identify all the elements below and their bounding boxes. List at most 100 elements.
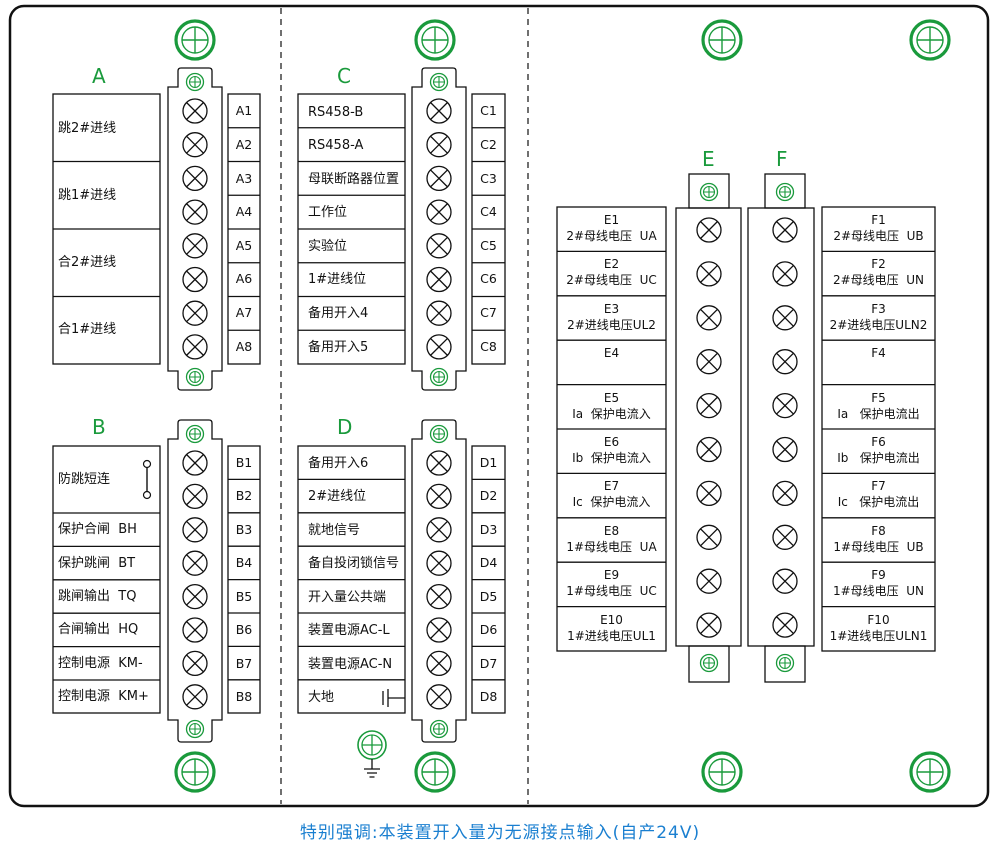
f-row-desc: 2#母线电压 UN: [832, 273, 925, 288]
terminal-screw-x-icon: [426, 617, 452, 643]
mounting-screw-icon: [909, 751, 951, 793]
jumper-link-icon: [142, 490, 152, 500]
earth-capacitor-icon: [382, 689, 405, 707]
terminal-b4: B4: [235, 555, 253, 570]
terminal-screw-x-icon: [772, 349, 798, 375]
e-row-id: E7: [603, 479, 620, 494]
terminal-strip-b: [167, 419, 223, 743]
terminal-screw-x-icon: [696, 261, 722, 287]
terminal-strip-a: [167, 67, 223, 391]
d-label-6: 装置电源AC-L: [308, 623, 390, 638]
a-label-3: 合2#进线: [58, 255, 117, 270]
terminal-screw-x-icon: [426, 550, 452, 576]
terminal-a5: A5: [235, 238, 253, 253]
mounting-screw-icon: [414, 19, 456, 61]
terminal-a4: A4: [235, 204, 253, 219]
e-row-id: E9: [603, 568, 620, 583]
terminal-screw-x-icon: [772, 480, 798, 507]
f-row-id: F10: [867, 612, 890, 627]
terminal-d8: D8: [479, 689, 498, 704]
terminal-screw-x-icon: [696, 349, 722, 375]
e-row-desc: 2#母线电压 UA: [566, 229, 657, 243]
d-label-4: 备自投闭锁信号: [308, 556, 400, 571]
terminal-screw-x-icon: [182, 650, 208, 677]
terminal-a3: A3: [235, 171, 253, 186]
f-row-desc: 1#进线电压ULN1: [829, 628, 928, 643]
f-row-desc: 2#进线电压ULN2: [829, 317, 928, 332]
terminal-b7: B7: [235, 656, 253, 671]
c-label-7: 备用开入4: [308, 306, 369, 321]
terminal-d6: D6: [479, 622, 498, 637]
a-label-4: 合1#进线: [58, 322, 117, 337]
terminal-c5: C5: [480, 238, 497, 253]
terminal-strip-f: [747, 207, 815, 647]
mounting-screw-icon: [414, 751, 456, 793]
terminal-strip-c: [411, 67, 467, 391]
f-row-id: F2: [871, 257, 886, 272]
f-row-id: F1: [871, 213, 886, 227]
strip-screw-icon: [185, 72, 205, 92]
terminal-screw-x-icon: [426, 517, 452, 543]
terminal-screw-x-icon: [696, 568, 722, 594]
f-row-id: F6: [871, 435, 886, 449]
terminal-screw-x-icon: [426, 300, 452, 326]
terminal-screw-x-icon: [182, 300, 208, 326]
terminal-screw-x-icon: [772, 612, 798, 638]
terminal-screw-x-icon: [772, 436, 798, 463]
e-row-id: E2: [603, 257, 620, 272]
terminal-screw-x-icon: [426, 233, 452, 259]
terminal-d1: D1: [479, 455, 498, 470]
f-row-desc: Ib 保护电流出: [837, 451, 920, 465]
terminal-c3: C3: [480, 171, 497, 186]
terminal-screw-x-icon: [182, 684, 208, 710]
terminal-screw-x-icon: [426, 266, 452, 293]
jumper-link-icon: [142, 459, 152, 469]
mounting-screw-icon: [909, 19, 951, 61]
terminal-c7: C7: [480, 305, 497, 320]
terminal-c6: C6: [480, 271, 497, 286]
terminal-c1: C1: [480, 103, 497, 118]
terminal-screw-x-icon: [696, 480, 722, 507]
mounting-screw-icon: [701, 751, 743, 793]
terminal-screw-x-icon: [182, 165, 208, 192]
terminal-d2: D2: [479, 488, 498, 503]
strip-screw-icon: [429, 367, 449, 387]
strip-screw-icon: [185, 719, 205, 739]
terminal-screw-x-icon: [772, 217, 798, 243]
terminal-a6: A6: [235, 271, 253, 286]
terminal-screw-x-icon: [182, 98, 208, 124]
terminal-screw-x-icon: [696, 612, 722, 638]
e-row-id: E10: [600, 612, 623, 627]
strip-screw-icon: [429, 72, 449, 92]
e-row-desc: Ic 保护电流入: [572, 495, 651, 510]
terminal-a7: A7: [235, 305, 253, 320]
device-frame: [8, 4, 990, 808]
e-row-desc: 1#母线电压 UA: [566, 539, 657, 554]
terminal-screw-x-icon: [426, 583, 452, 610]
b-label-3: 保护跳闸 BT: [58, 556, 136, 571]
terminal-screw-x-icon: [182, 550, 208, 576]
section-title-f: F: [776, 147, 788, 171]
f-row-id: F7: [871, 479, 886, 494]
terminal-screw-x-icon: [426, 98, 452, 124]
e-row-desc: Ib 保护电流入: [572, 451, 651, 465]
a-label-1: 跳2#进线: [58, 121, 117, 136]
section-title-c: C: [337, 64, 351, 88]
terminal-d7: D7: [479, 656, 498, 671]
e-row-id: E8: [603, 523, 620, 538]
terminal-screw-x-icon: [426, 165, 452, 192]
f-row-id: F4: [871, 346, 886, 361]
terminal-screw-x-icon: [696, 436, 722, 463]
terminal-a2: A2: [235, 137, 253, 152]
e-top-tab: [688, 173, 730, 209]
strip-screw-icon: [699, 182, 719, 202]
strip-screw-icon: [185, 424, 205, 444]
terminal-screw-x-icon: [426, 483, 452, 510]
terminal-screw-x-icon: [696, 305, 722, 331]
f-row-desc: 1#母线电压 UB: [833, 539, 924, 554]
e-row-id: E6: [603, 435, 620, 449]
strip-screw-icon: [185, 367, 205, 387]
f-row-desc: 2#母线电压 UB: [833, 229, 924, 243]
terminal-b1: B1: [235, 455, 253, 470]
f-row-id: F5: [871, 390, 886, 405]
